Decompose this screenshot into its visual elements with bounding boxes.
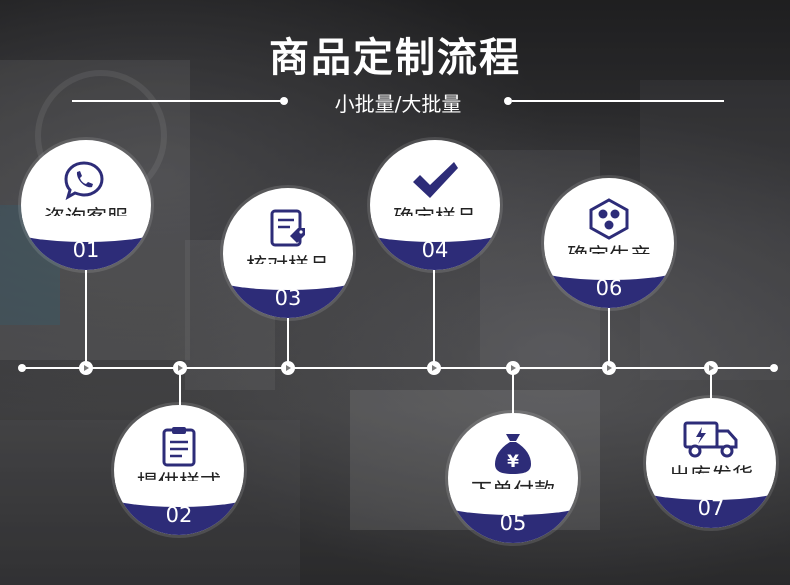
timeline-node-05 — [506, 361, 520, 375]
stem-02 — [179, 368, 181, 413]
step-07-ship-out: 出库发货 07 — [646, 398, 776, 528]
subtitle-line-left — [72, 100, 282, 102]
subtitle-line-right — [512, 100, 724, 102]
step-04-number: 04 — [421, 238, 449, 262]
step-03-number: 03 — [274, 286, 302, 310]
phone-chat-icon — [21, 160, 151, 202]
step-06-number: 06 — [595, 276, 623, 300]
step-07-number: 07 — [697, 496, 725, 520]
step-01-consult: 咨询客服 01 — [21, 140, 151, 270]
timeline-end-dot — [770, 364, 778, 372]
timeline-node-07 — [704, 361, 718, 375]
production-hexagon-icon — [544, 198, 674, 240]
svg-text:¥: ¥ — [507, 452, 519, 472]
timeline-start-dot — [18, 364, 26, 372]
step-02-number: 02 — [165, 503, 193, 527]
money-bag-icon: ¥ — [448, 433, 578, 475]
step-04-confirm-sample: 确定样品 04 — [370, 140, 500, 270]
timeline-node-01 — [79, 361, 93, 375]
stem-03 — [287, 310, 289, 368]
step-05-order-payment: ¥ 下单付款 05 — [448, 413, 578, 543]
step-02-provide-style: 提供样式 02 — [114, 405, 244, 535]
step-03-check-sample: 核对样品 03 — [223, 188, 353, 318]
clipboard-icon — [114, 425, 244, 467]
timeline-node-03 — [281, 361, 295, 375]
page-title: 商品定制流程 — [269, 35, 521, 81]
stem-07 — [710, 368, 712, 400]
document-tag-icon — [223, 208, 353, 250]
stem-06 — [608, 305, 610, 368]
step-05-number: 05 — [499, 511, 527, 535]
subtitle-dot-right — [504, 97, 512, 105]
timeline-node-02 — [173, 361, 187, 375]
stem-05 — [512, 368, 514, 420]
delivery-truck-icon — [646, 418, 776, 460]
stem-01 — [85, 258, 87, 368]
timeline-node-06 — [602, 361, 616, 375]
timeline-node-04 — [427, 361, 441, 375]
step-01-number: 01 — [72, 238, 100, 262]
subtitle-row: 小批量/大批量 — [0, 88, 790, 116]
checkmark-icon — [370, 160, 500, 202]
stem-04 — [433, 262, 435, 368]
subtitle-dot-left — [280, 97, 288, 105]
step-06-confirm-production: 确定生产 06 — [544, 178, 674, 308]
timeline-axis — [22, 367, 774, 369]
page-subtitle: 小批量/大批量 — [334, 92, 462, 116]
